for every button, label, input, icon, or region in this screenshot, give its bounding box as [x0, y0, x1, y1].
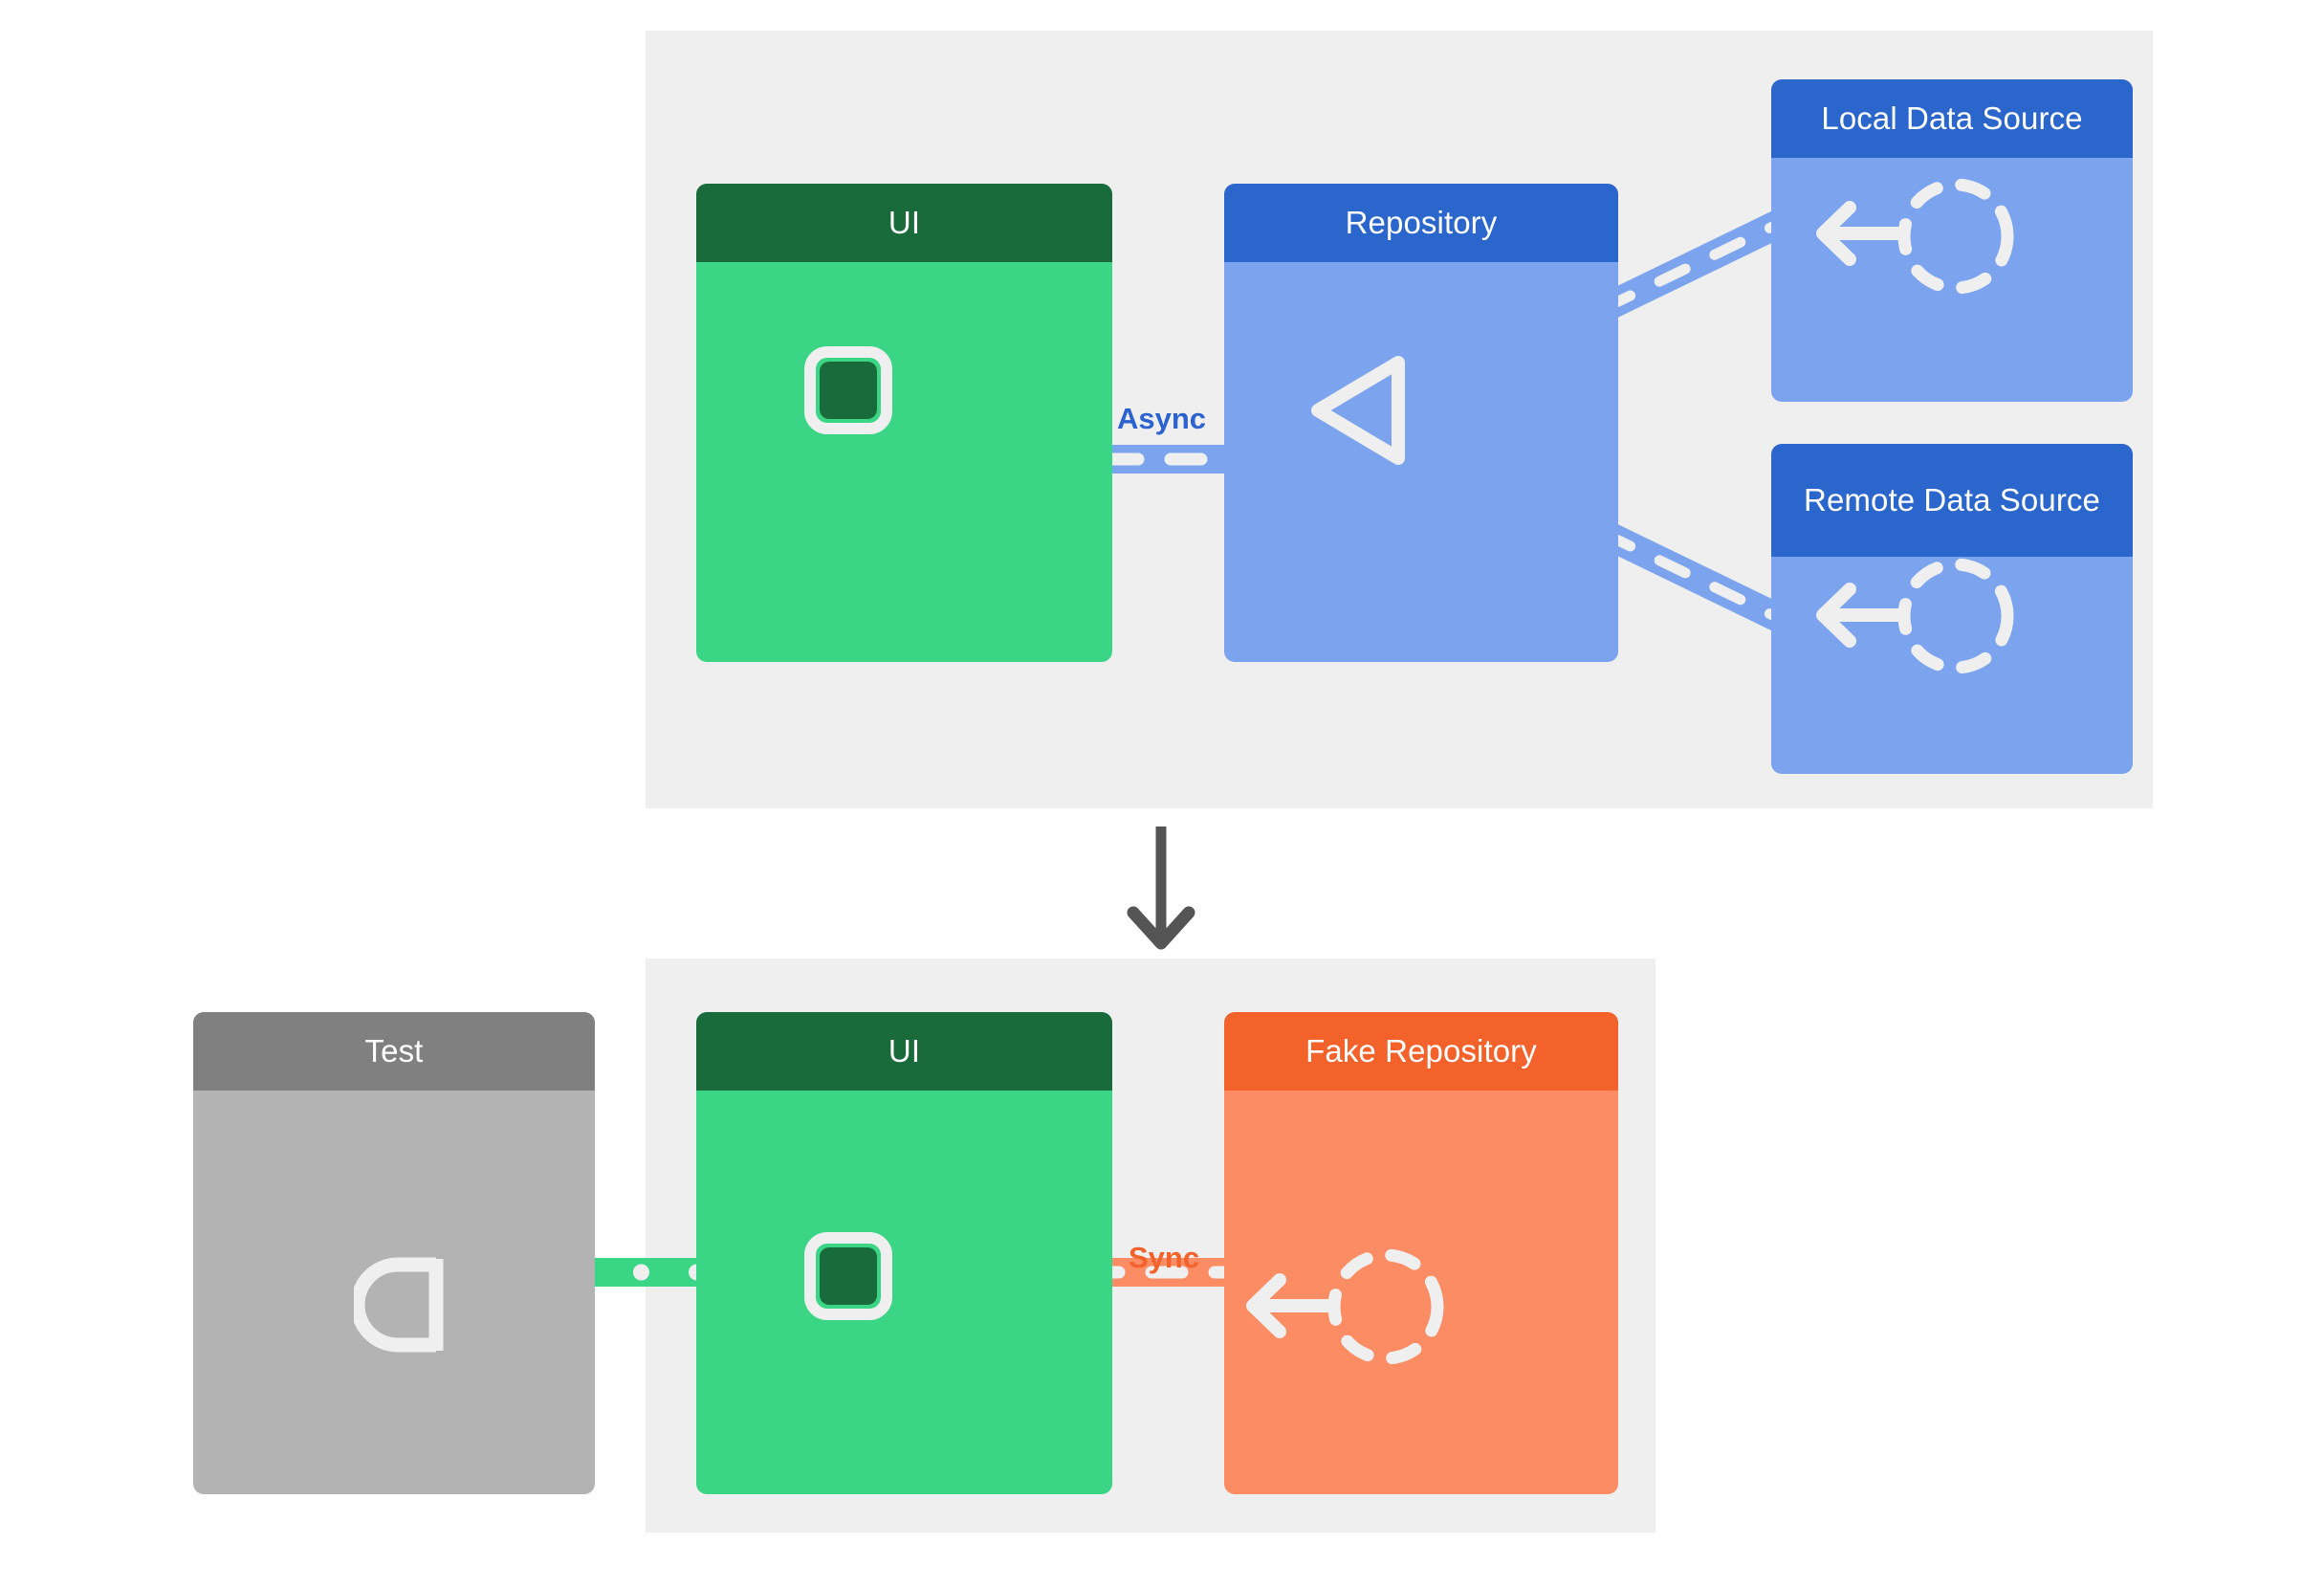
left-arrow-icon [1804, 190, 1909, 281]
card-ui-production[interactable]: UI [696, 184, 1112, 662]
card-local-data-source-body [1771, 158, 2133, 402]
card-repository[interactable]: Repository [1224, 184, 1618, 662]
card-remote-data-source[interactable]: Remote Data Source [1771, 444, 2133, 774]
connector-label-sync: Sync [1129, 1241, 1200, 1274]
card-test-title: Test [193, 1012, 595, 1091]
connector-label-async: Async [1117, 402, 1207, 435]
card-local-data-source-title: Local Data Source [1771, 79, 2133, 158]
left-arrow-icon [1234, 1263, 1339, 1354]
card-repository-title: Repository [1224, 184, 1618, 262]
card-repository-body [1224, 262, 1618, 662]
card-ui-test-title: UI [696, 1012, 1112, 1091]
rounded-square-node-icon [804, 1232, 892, 1325]
downward-flow-arrow-icon [1126, 825, 1196, 951]
card-ui-test-body [696, 1091, 1112, 1494]
triangle-left-merge-icon [1306, 353, 1412, 473]
card-ui-test[interactable]: UI [696, 1012, 1112, 1494]
card-fake-repository[interactable]: Fake Repository [1224, 1012, 1618, 1494]
card-ui-production-body [696, 262, 1112, 662]
card-test-body [193, 1091, 595, 1494]
dashed-circle-icon [1889, 549, 2023, 688]
left-arrow-icon [1804, 572, 1909, 663]
card-fake-repository-title: Fake Repository [1224, 1012, 1618, 1091]
dashed-circle-icon [1319, 1240, 1453, 1378]
half-round-probe-node-icon [350, 1255, 459, 1360]
rounded-square-node-icon [804, 346, 892, 439]
card-local-data-source[interactable]: Local Data Source [1771, 79, 2133, 402]
card-ui-production-title: UI [696, 184, 1112, 262]
card-test[interactable]: Test [193, 1012, 595, 1494]
card-fake-repository-body [1224, 1091, 1618, 1494]
card-remote-data-source-title: Remote Data Source [1771, 444, 2133, 557]
card-remote-data-source-body [1771, 557, 2133, 774]
dashed-circle-icon [1889, 169, 2023, 308]
